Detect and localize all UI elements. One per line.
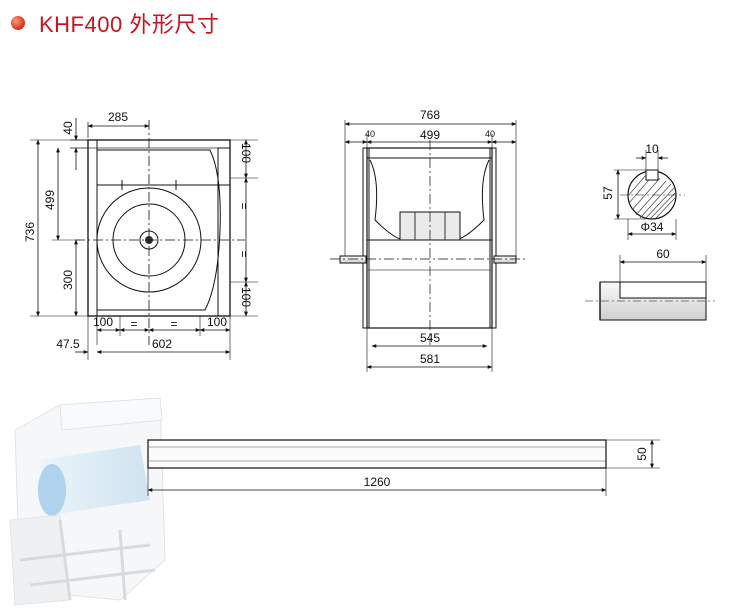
dim-left-flange: 40 <box>365 129 375 139</box>
fan-photo <box>9 397 166 606</box>
dim-half-width: 285 <box>108 110 128 124</box>
dim-total-height: 736 <box>23 222 37 242</box>
front-view: 285 40 736 499 300 100 = = 100 <box>23 110 258 360</box>
dim-bottom-left: 100 <box>93 315 113 329</box>
dim-overall-width: 768 <box>420 108 440 122</box>
shaft-section: 10 57 Φ34 <box>601 142 685 240</box>
dim-left-offset: 47.5 <box>56 337 80 351</box>
page-title: KHF400 外形尺寸 <box>39 12 220 37</box>
dim-bottom-inner: 545 <box>420 331 440 345</box>
dim-right-top: 100 <box>239 143 253 163</box>
dim-bottom-eq-2: = <box>170 317 177 331</box>
dim-bottom-outer: 581 <box>420 352 440 366</box>
header: KHF400 外形尺寸 <box>8 6 219 40</box>
dim-bottom-width: 602 <box>152 337 172 351</box>
dim-inner-width: 499 <box>420 128 440 142</box>
dim-bar-height: 50 <box>635 447 649 461</box>
dim-right-eq-1: = <box>237 202 251 209</box>
dim-right-eq-2: = <box>237 250 251 257</box>
dim-lower-height: 300 <box>61 270 75 290</box>
shaft-end: 60 <box>585 247 715 321</box>
dim-diameter: Φ34 <box>641 220 664 234</box>
dim-right-bottom: 100 <box>239 287 253 307</box>
dim-bar-length: 1260 <box>364 475 391 489</box>
dim-right-flange: 40 <box>485 129 495 139</box>
dim-shaft-length: 60 <box>656 247 670 261</box>
dim-upper-height: 499 <box>43 190 57 210</box>
dim-bottom-right: 100 <box>207 315 227 329</box>
dim-key-width: 10 <box>645 142 659 156</box>
dim-bottom-eq-1: = <box>130 317 137 331</box>
side-view: 768 40 499 40 545 581 <box>330 108 525 372</box>
dim-key-depth: 57 <box>601 186 615 200</box>
dim-top-offset: 40 <box>61 121 75 135</box>
bullet-icon <box>11 16 25 30</box>
long-bar: 1260 50 <box>147 439 660 496</box>
